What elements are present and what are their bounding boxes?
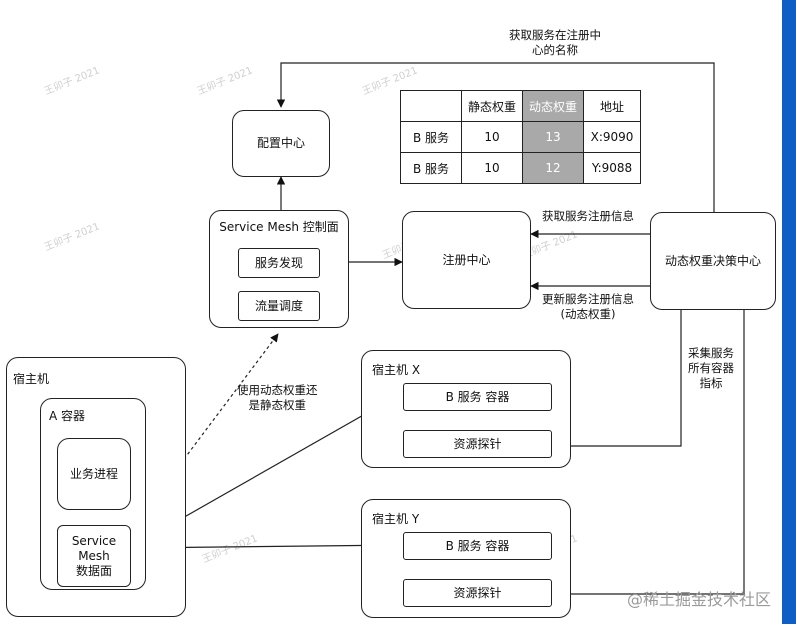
- container-y-box: B 服务 容器: [403, 532, 552, 560]
- label-get-reg-info: 获取服务注册信息: [542, 209, 634, 223]
- arrow-collect-y: [550, 310, 745, 599]
- probe-y-label: 资源探针: [453, 585, 502, 600]
- label-get-service-name: 获取服务在注册中 心的名称: [509, 28, 601, 57]
- registry-box: 注册中心: [402, 211, 531, 309]
- container-x-box: B 服务 容器: [403, 383, 552, 411]
- footer-watermark: @稀土掘金技术社区: [627, 590, 772, 609]
- table-cell: B 服务: [400, 152, 462, 184]
- table-header-cell: [400, 90, 462, 122]
- right-accent-bar: [782, 0, 796, 624]
- host-x-box: 宿主机 X B 服务 容器 资源探针: [361, 350, 571, 468]
- probe-y-box: 资源探针: [403, 579, 552, 607]
- host-x-title: 宿主机 X: [372, 363, 421, 377]
- label-use-weight: 使用动态权重还 是静态权重: [237, 383, 318, 412]
- container-a-box: A 容器 业务进程 Service Mesh 数据面: [40, 398, 146, 590]
- host-y-title: 宿主机 Y: [372, 512, 420, 526]
- table-header-cell: 地址: [583, 90, 641, 122]
- service-discovery-box: 服务发现: [238, 248, 320, 278]
- config-center-box: 配置中心: [232, 110, 330, 177]
- table-header-cell: 动态权重: [522, 90, 584, 122]
- table-cell: 12: [522, 152, 584, 184]
- arrow-decision-to-config: [276, 62, 715, 212]
- host-a-box: 宿主机 A 容器 业务进程 Service Mesh 数据面: [6, 357, 186, 617]
- host-y-box: 宿主机 Y B 服务 容器 资源探针: [361, 499, 571, 618]
- decision-center-box: 动态权重决策中心: [650, 212, 776, 310]
- business-process-box: 业务进程: [57, 438, 131, 510]
- traffic-scheduling-label: 流量调度: [254, 298, 303, 313]
- arrow-dataplane-to-control: [129, 333, 279, 532]
- data-plane-label: Service Mesh 数据面: [71, 533, 117, 578]
- container-y-label: B 服务 容器: [445, 538, 510, 553]
- table-cell: 10: [461, 121, 523, 153]
- control-plane-title: Service Mesh 控制面: [219, 220, 339, 234]
- probe-x-label: 资源探针: [453, 436, 502, 451]
- weights-table: 静态权重 动态权重 地址 B 服务 10 13 X:9090 B 服务 10 1…: [400, 90, 641, 184]
- label-update-reg-info: 更新服务注册信息 (动态权重): [542, 292, 634, 321]
- registry-label: 注册中心: [442, 252, 491, 267]
- table-header-row: 静态权重 动态权重 地址: [400, 90, 641, 122]
- table-header-cell: 静态权重: [461, 90, 523, 122]
- business-process-label: 业务进程: [69, 466, 118, 481]
- traffic-scheduling-box: 流量调度: [238, 291, 320, 321]
- table-cell: 13: [522, 121, 584, 153]
- probe-x-box: 资源探针: [403, 430, 552, 458]
- decision-center-label: 动态权重决策中心: [664, 253, 761, 268]
- table-cell: X:9090: [583, 121, 641, 153]
- table-row: B 服务 10 12 Y:9088: [400, 152, 641, 184]
- config-center-label: 配置中心: [256, 136, 305, 150]
- container-x-label: B 服务 容器: [445, 389, 510, 404]
- table-row: B 服务 10 13 X:9090: [400, 121, 641, 153]
- data-plane-box: Service Mesh 数据面: [57, 525, 131, 587]
- control-plane-box: Service Mesh 控制面 服务发现 流量调度: [209, 210, 349, 328]
- table-cell: 10: [461, 152, 523, 184]
- host-a-title: 宿主机: [13, 372, 50, 386]
- table-cell: Y:9088: [583, 152, 641, 184]
- table-cell: B 服务: [400, 121, 462, 153]
- service-discovery-label: 服务发现: [254, 255, 303, 270]
- container-a-title: A 容器: [49, 409, 86, 423]
- label-collect-metrics: 采集服务 所有容器 指标: [688, 346, 734, 390]
- arrow-collect-x: [550, 310, 682, 451]
